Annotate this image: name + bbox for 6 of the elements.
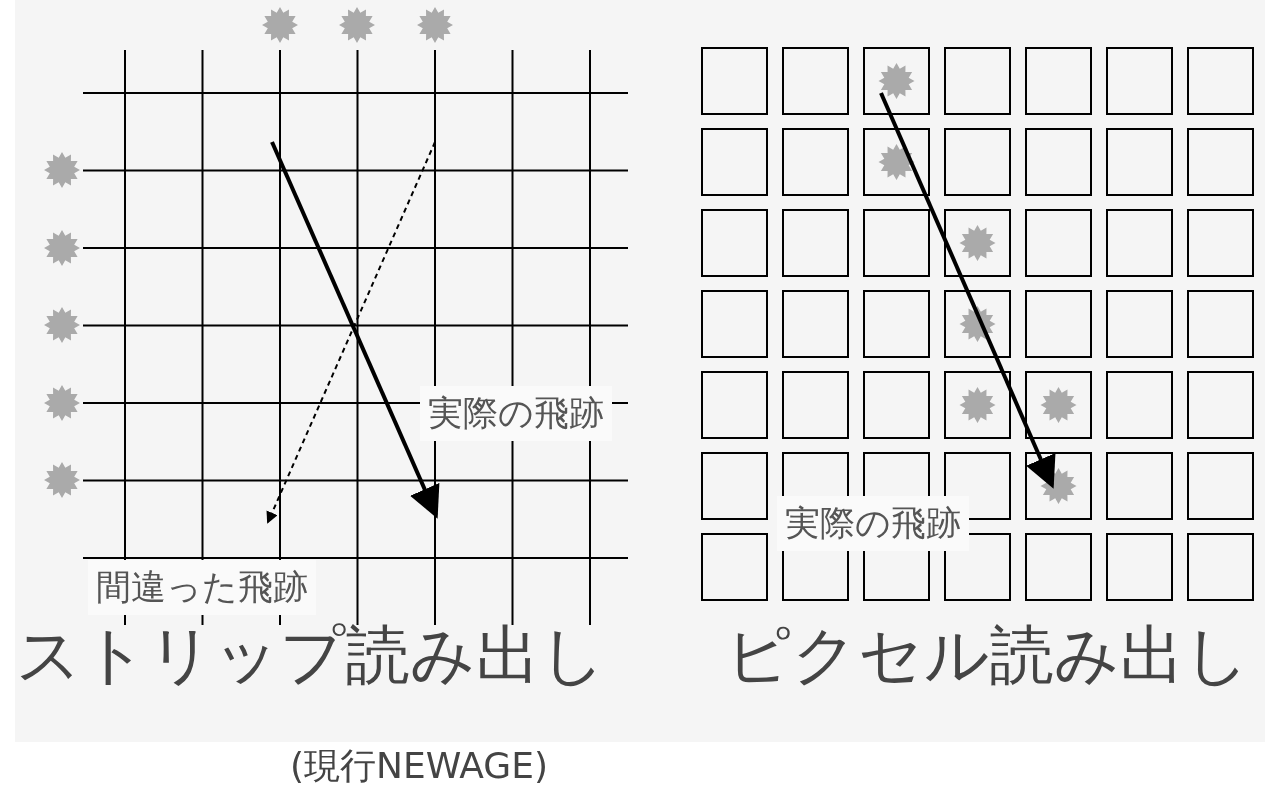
track-label: 実際の飛跡: [777, 496, 969, 551]
subtitle: (現行NEWAGE): [290, 744, 549, 788]
readout-title: ストリップ読み出し: [16, 617, 606, 694]
track-label: 間違った飛跡: [88, 560, 316, 615]
readout-title: ピクセル読み出し: [726, 617, 1250, 694]
track-label: 実際の飛跡: [420, 386, 612, 441]
